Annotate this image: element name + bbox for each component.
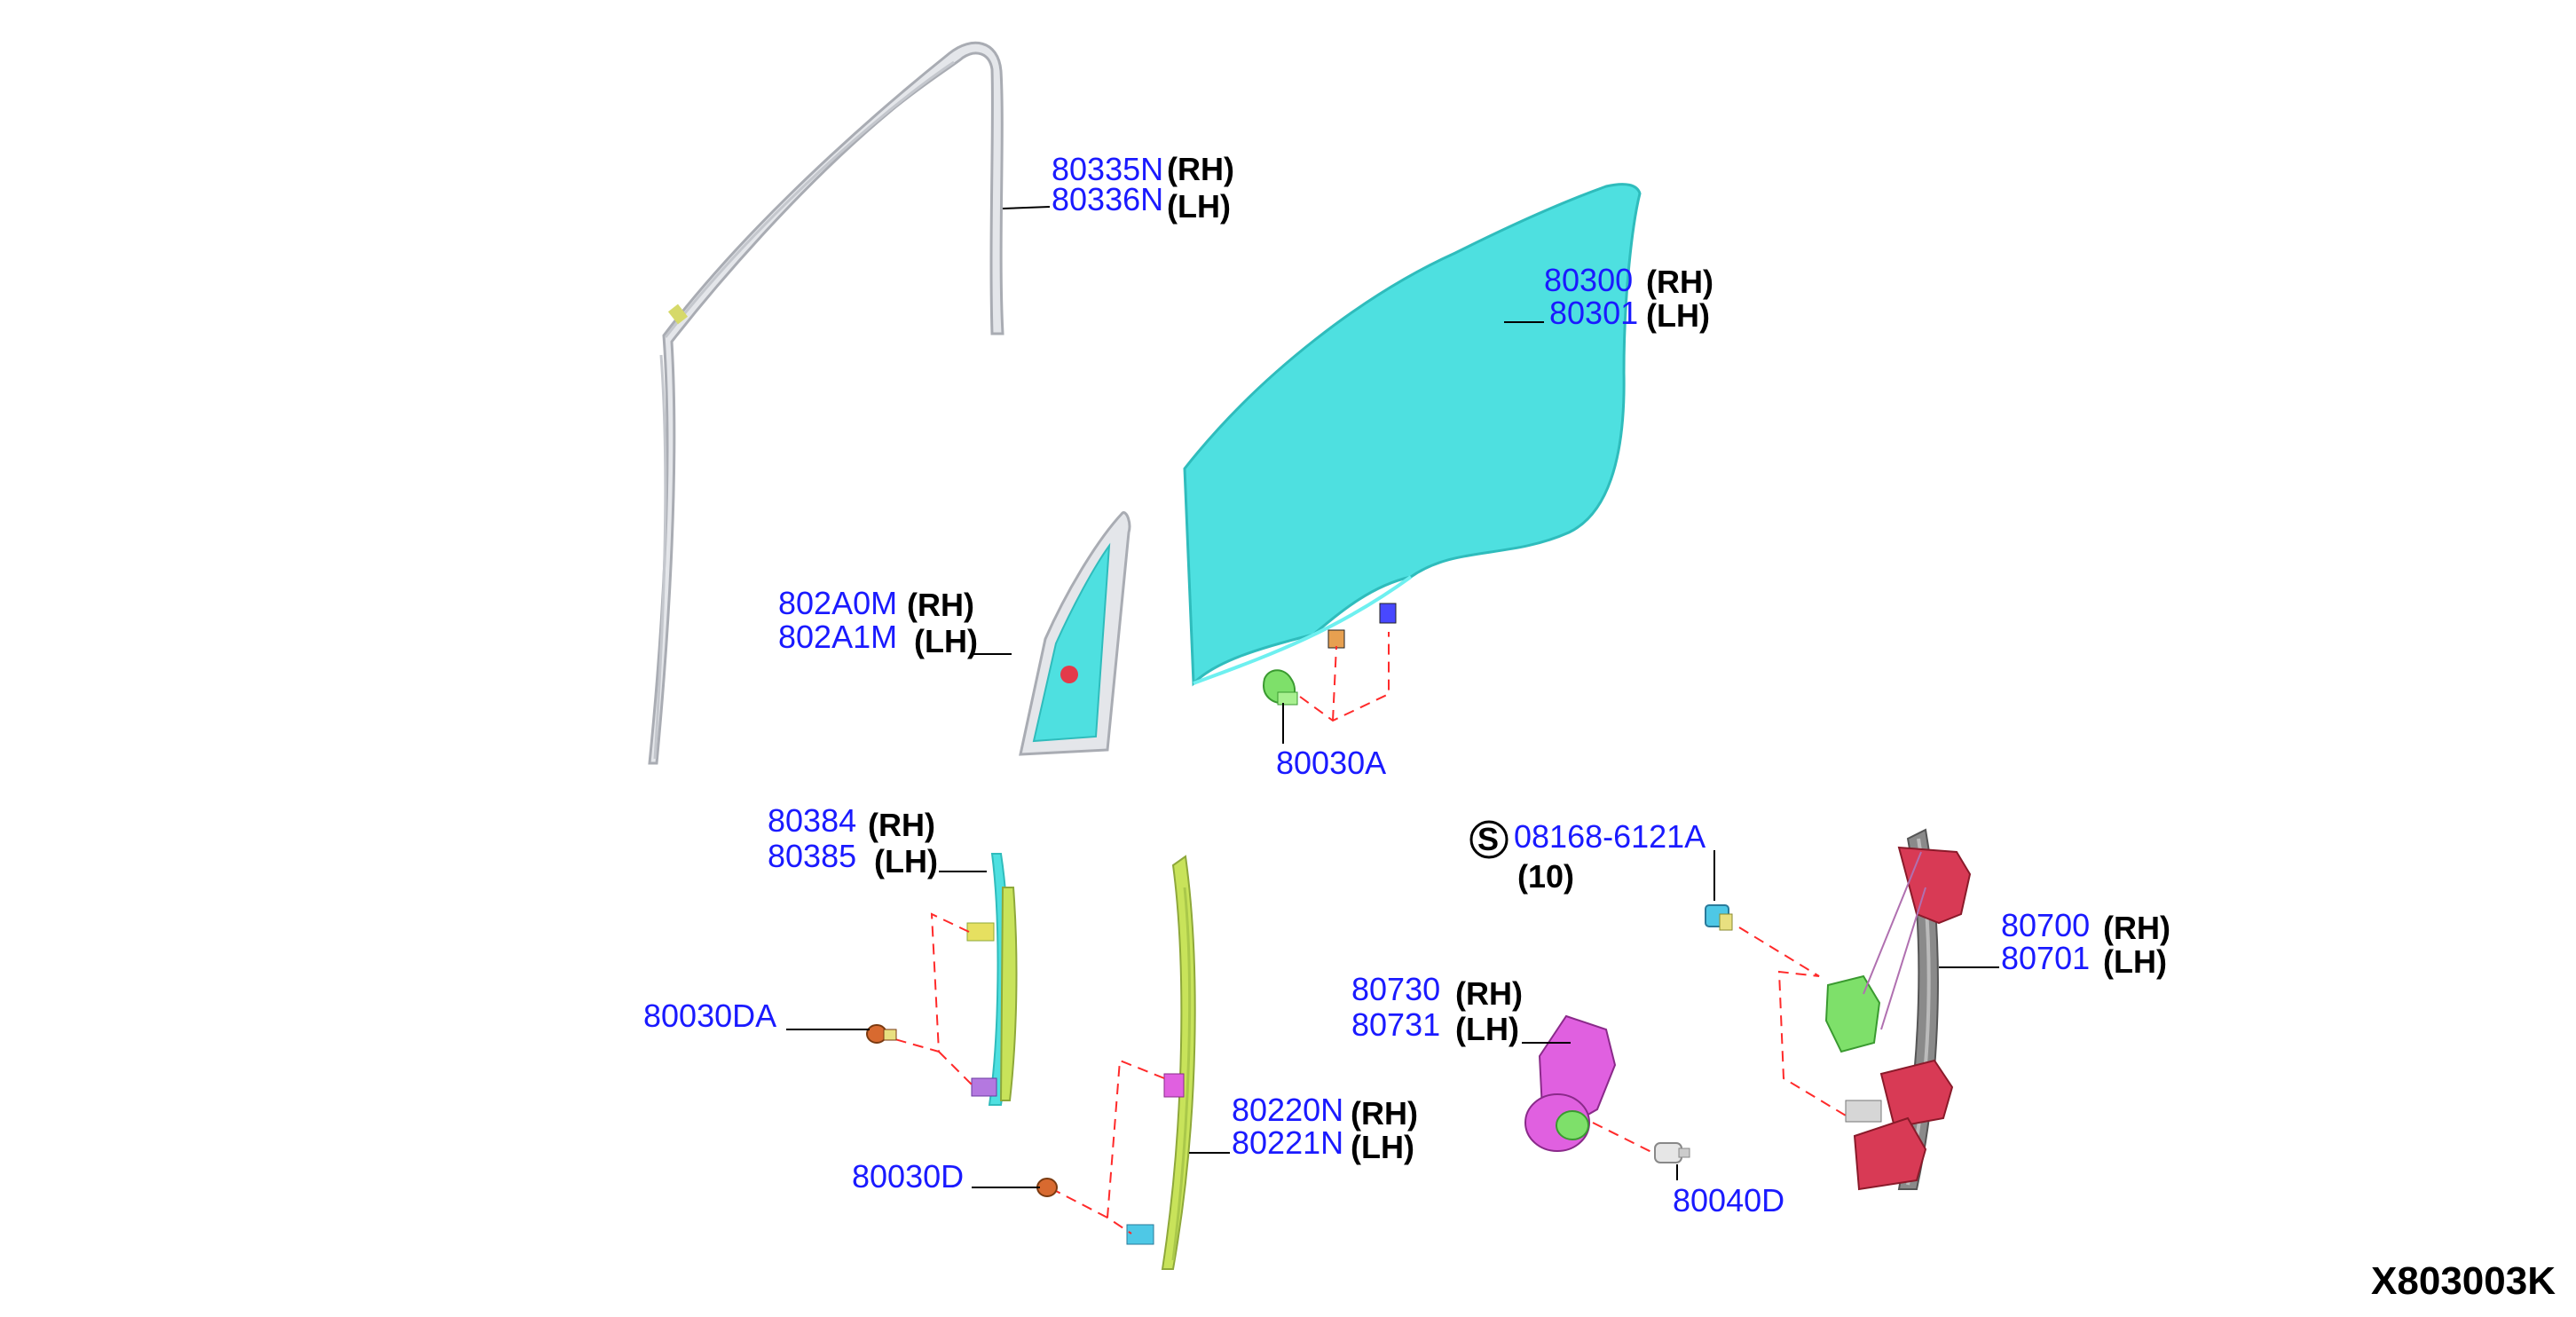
- part-number: 80385: [768, 838, 856, 874]
- part-number: 802A1M: [778, 619, 897, 655]
- part-number: 80336N: [1052, 181, 1163, 217]
- part-number: 80301: [1549, 295, 1638, 331]
- label-quarter-glass: 802A0M (RH) 802A1M (LH): [778, 585, 978, 659]
- part-number: 80030A: [1276, 745, 1386, 781]
- quarter-glass-part[interactable]: [1019, 511, 1131, 756]
- side-indicator: (LH): [2103, 943, 2167, 980]
- part-number: 80030DA: [643, 998, 776, 1034]
- part-number: 80335N: [1052, 151, 1163, 187]
- label-sash: 80335N (RH) 80336N (LH): [1052, 151, 1234, 225]
- standard-part-symbol: S: [1477, 821, 1499, 857]
- part-number: 08168-6121A: [1514, 818, 1706, 855]
- part-number: 80700: [2001, 907, 2090, 943]
- part-number: 80300: [1544, 262, 1633, 298]
- label-motor: 80730 (RH) 80731 (LH): [1351, 971, 1523, 1047]
- front-rail-clip-part[interactable]: [866, 1024, 897, 1044]
- leader-lines: [786, 206, 1999, 1188]
- door-sash-part[interactable]: [648, 41, 1004, 765]
- part-number: 80221N: [1232, 1124, 1343, 1161]
- quantity: (10): [1517, 858, 1574, 895]
- glass-clip-part[interactable]: [1263, 669, 1298, 706]
- part-number: 80731: [1351, 1006, 1440, 1043]
- door-glass-part[interactable]: [1183, 183, 1642, 687]
- rear-channel-clip-part[interactable]: [1036, 1178, 1058, 1197]
- side-indicator: (RH): [1167, 151, 1234, 187]
- label-front-rail-clip: 80030DA: [643, 998, 776, 1034]
- part-number: 80220N: [1232, 1092, 1343, 1128]
- side-indicator: (RH): [1646, 264, 1713, 300]
- label-rear-channel-clip: 80030D: [852, 1158, 964, 1195]
- motor-screw-part[interactable]: [1654, 1142, 1690, 1163]
- side-indicator: (LH): [874, 843, 938, 879]
- part-number: 80701: [2001, 940, 2090, 976]
- part-number: 80030D: [852, 1158, 964, 1195]
- side-indicator: (LH): [1455, 1011, 1519, 1047]
- part-number: 802A0M: [778, 585, 897, 621]
- label-front-rail: 80384 (RH) 80385 (LH): [768, 802, 938, 879]
- part-number: 80040D: [1673, 1182, 1784, 1218]
- part-number: 80384: [768, 802, 856, 839]
- label-rear-channel: 80220N (RH) 80221N (LH): [1232, 1092, 1418, 1165]
- diagram-code: X803003K: [2371, 1259, 2556, 1303]
- side-indicator: (LH): [1646, 297, 1710, 334]
- side-indicator: (LH): [1167, 188, 1231, 225]
- side-indicator: (RH): [1455, 975, 1523, 1012]
- label-door-glass: 80300 (RH) 80301 (LH): [1544, 262, 1713, 334]
- window-motor-part[interactable]: [1524, 1014, 1617, 1152]
- label-motor-screw: 80040D: [1673, 1182, 1784, 1218]
- front-rail-part[interactable]: [966, 853, 1018, 1106]
- rear-channel-part[interactable]: [1126, 855, 1196, 1270]
- window-regulator-part[interactable]: [1824, 828, 1972, 1191]
- part-number: 80730: [1351, 971, 1440, 1007]
- side-indicator: (RH): [2103, 910, 2170, 946]
- side-indicator: (RH): [907, 587, 974, 623]
- regulator-bolt-part[interactable]: [1705, 904, 1733, 931]
- side-indicator: (RH): [1351, 1095, 1418, 1132]
- side-indicator: (LH): [914, 623, 978, 659]
- label-bolt: S 08168-6121A (10): [1469, 818, 1706, 895]
- side-indicator: (RH): [868, 807, 935, 843]
- side-indicator: (LH): [1351, 1129, 1414, 1165]
- standard-part-symbol-icon: [1469, 820, 1509, 859]
- label-regulator: 80700 (RH) 80701 (LH): [2001, 907, 2170, 980]
- label-glass-clip: 80030A: [1276, 745, 1386, 781]
